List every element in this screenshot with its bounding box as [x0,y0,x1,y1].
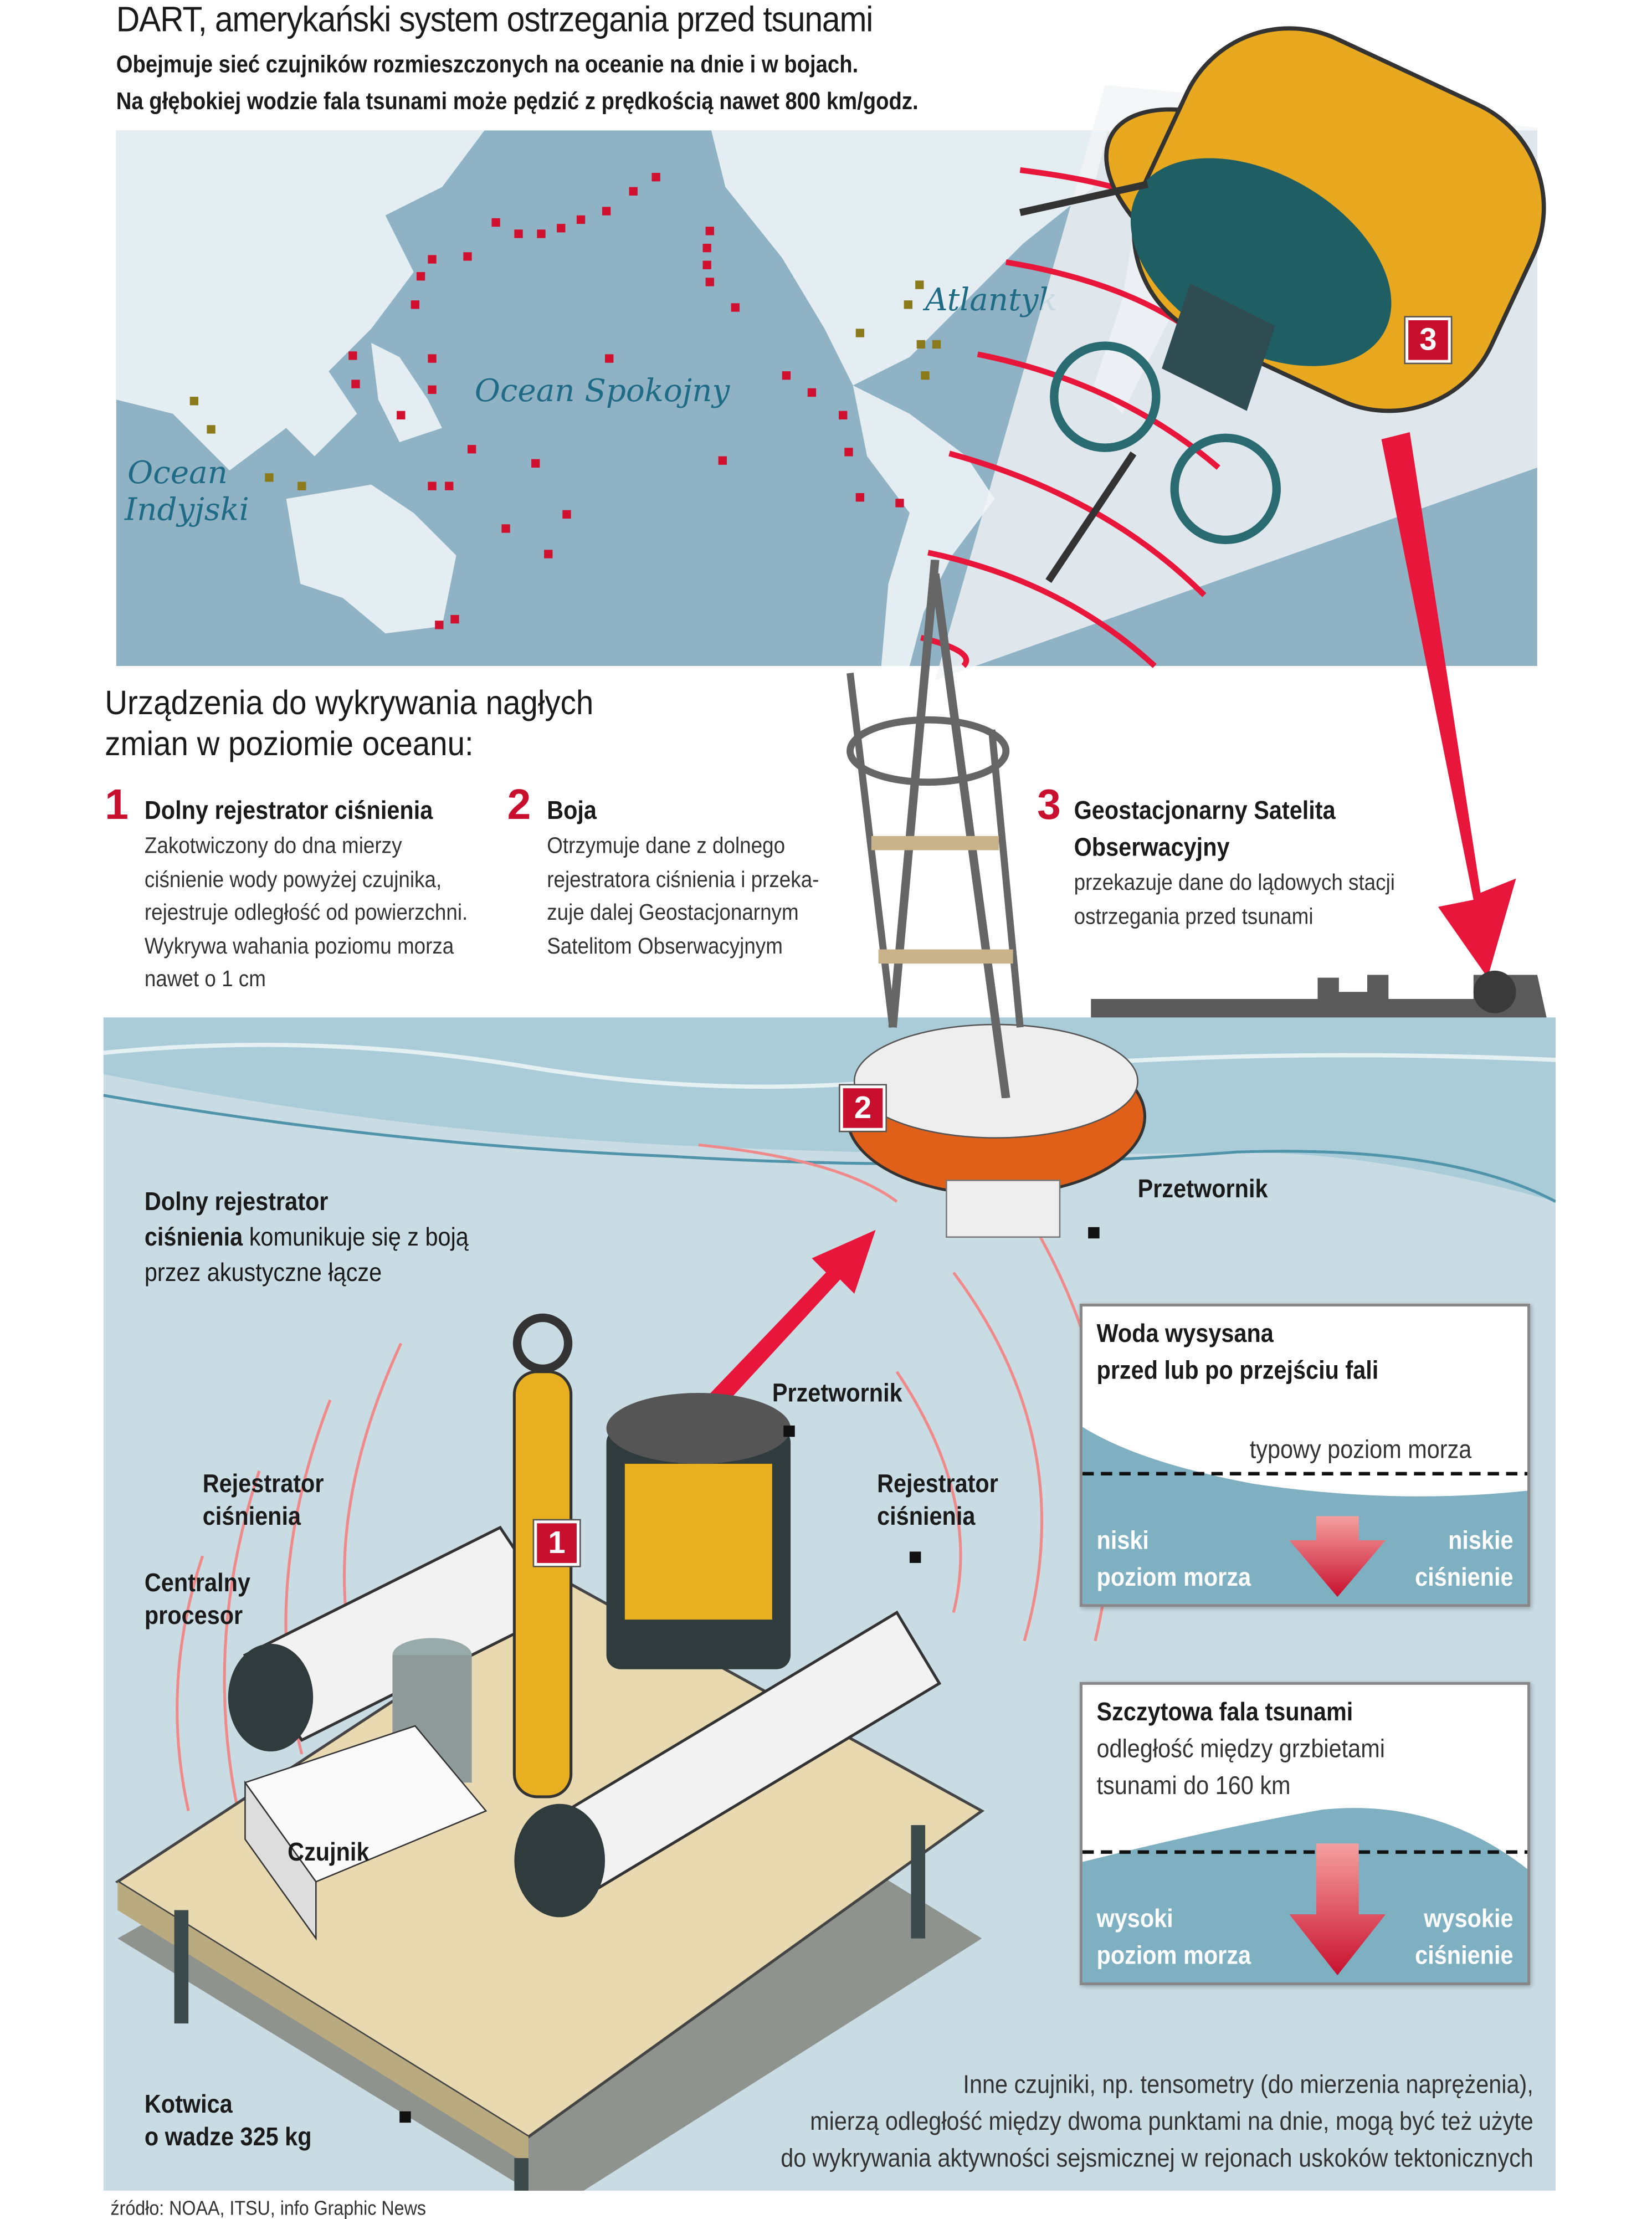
box-low-title-1: Woda wysysana [1096,1319,1274,1348]
label-recorder-communication: Dolny rejestrator ciśnienia komunikuje s… [145,1185,469,1291]
text-line: ciśnienie wody powyżej czujnika, [144,868,442,892]
text-line: ostrzegania przed tsunami [1074,904,1314,929]
source-credit: źródło: NOAA, ITSU, info Graphic News [110,2196,426,2219]
dart-buoy-markers [348,173,904,629]
peak-wave-graphic [1082,1808,1527,1982]
section-title-line-1: Urządzenia do wykrywania nagłych [105,684,594,723]
info-box-peak-wave: Szczytowa fala tsunami odległość między … [1079,1682,1531,1986]
label-pressure-recorder-right: Rejestrator ciśnienia [877,1468,998,1534]
label-buoy-transducer: Przetwornik [1137,1175,1268,1203]
label-text: ciśnienia [202,1501,301,1531]
label-transducer: Przetwornik [772,1378,902,1407]
text-line: Wykrywa wahania poziomu morza [144,934,454,959]
other-buoy-markers [189,280,941,490]
buoy-tower [846,560,1024,1099]
label-text: procesor [144,1601,243,1630]
badge-recorder: 1 [532,1519,581,1567]
label-text: poziom morza [1096,1562,1251,1592]
label-text: o wadze 325 kg [144,2123,312,2151]
badge-buoy: 2 [839,1084,887,1132]
text-line: nawet o 1 cm [144,967,266,992]
satellite-illustration [920,26,1547,1021]
subtitle-1: Obejmuje sieć czujników rozmieszczonych … [116,51,859,78]
label-text: Centralny [144,1569,250,1597]
box-high-desc-2: tsunami do 160 km [1096,1771,1291,1800]
label-text: ciśnienia [877,1501,976,1531]
text-line: przekazuje dane do lądowych stacji [1074,871,1395,896]
label-text: niskie [1448,1526,1514,1555]
box-high-right: wysokie ciśnienie [1415,1900,1513,1974]
label-text: komunikuje się z boją [243,1223,469,1252]
label-text: Rejestrator [202,1469,324,1498]
leader-end [1088,1227,1100,1239]
item-1-number: 1 [105,782,129,829]
item-2-title: Boja [547,796,597,825]
item-1-body: Zakotwiczony do dna mierzy ciśnienie wod… [145,831,468,997]
label-text: wysokie [1424,1904,1514,1933]
box-high-desc-1: odległość między grzbietami [1096,1734,1385,1763]
item-3-title-2: Obserwacyjny [1074,833,1230,862]
label-text: ciśnienie [1415,1941,1514,1970]
page-title: DART, amerykański system ostrzegania prz… [116,0,874,40]
section-title-line-2: zmian w poziomie oceanu: [105,725,474,764]
subtitle-2: Na głębokiej wodzie fala tsunami może pę… [116,88,919,115]
land-station-skyline [1091,975,1547,1021]
bottom-recorder-platform [115,1313,985,2191]
footnote: Inne czujniki, np. tensometry (do mierze… [781,2066,1533,2176]
text-line: Satelitom Obserwacyjnym [547,934,783,959]
recorder-tube [512,1370,573,1798]
item-2-number: 2 [507,782,531,829]
downlink-arrow [1381,432,1516,978]
map-label-atlantic: Atlantyk [925,283,1058,319]
text-line: Otrzymuje dane z dolnego [547,834,786,859]
label-central-processor: Centralny procesor [145,1567,250,1633]
section-title: Urządzenia do wykrywania nagłych zmian w… [105,683,593,765]
label-text: poziom morza [1096,1941,1251,1970]
label-text: ciśnienie [1415,1562,1514,1592]
map-label-pacific: Ocean Spokojny [474,374,730,410]
sea-surface [103,1017,1556,1202]
item-1-title: Dolny rejestrator ciśnienia [144,796,433,825]
low-water-graphic [1082,1427,1527,1605]
box-low-typical: typowy poziom morza [1249,1435,1472,1464]
text-line: rejestratora ciśnienia i przeka- [547,868,819,892]
footnote-line: Inne czujniki, np. tensometry (do mierze… [962,2070,1533,2099]
label-text: przez akustyczne łącze [144,1258,382,1287]
box-high-left: wysoki poziom morza [1097,1900,1251,1974]
down-arrow-icon [1289,1843,1386,1976]
down-arrow-icon [1289,1516,1386,1597]
label-sensor: Czujnik [288,1838,370,1867]
label-pressure-recorder-left: Rejestrator ciśnienia [203,1468,324,1534]
footnote-line: mierzą odległość między dwoma punktami n… [809,2107,1533,2136]
box-high-title: Szczytowa fala tsunami [1096,1697,1353,1726]
leader-end [783,1425,795,1437]
label-text: Kotwica [144,2090,233,2119]
leader-end [399,2111,411,2123]
item-3-body: przekazuje dane do lądowych stacji ostrz… [1074,867,1395,934]
satellite-thruster [1050,341,1161,452]
label-text: Dolny rejestrator [144,1187,329,1216]
leader-end [909,1551,921,1563]
text-line: zuje dalej Geostacjonarnym [547,901,799,926]
item-2-body: Otrzymuje dane z dolnego rejestratora ci… [547,831,819,964]
label-text: wysoki [1096,1904,1173,1933]
box-low-title-2: przed lub po przejściu fali [1096,1356,1379,1385]
box-low-right: niskie ciśnienie [1415,1522,1513,1596]
label-anchor: Kotwica o wadze 325 kg [145,2089,312,2154]
badge-satellite: 3 [1404,316,1453,365]
ocean-cross-section [103,1017,1556,2191]
text-line: Zakotwiczony do dna mierzy [144,834,402,859]
label-text: niski [1096,1526,1149,1555]
map-label-indian-1: Ocean [127,456,228,492]
footnote-line: do wykrywania aktywności sejsmicznej w r… [780,2144,1533,2172]
map-label-indian-2: Indyjski [125,493,249,529]
item-3-number: 3 [1037,782,1061,829]
buoy [845,1023,1147,1238]
box-low-left: niski poziom morza [1097,1522,1251,1596]
label-text: Rejestrator [877,1469,998,1498]
label-text: ciśnienia [144,1223,243,1252]
item-3-title-1: Geostacjonarny Satelita [1074,796,1336,825]
info-box-low-water: Woda wysysana przed lub po przejściu fal… [1079,1303,1531,1607]
text-line: rejestruje odległość od powierzchni. [144,901,468,926]
